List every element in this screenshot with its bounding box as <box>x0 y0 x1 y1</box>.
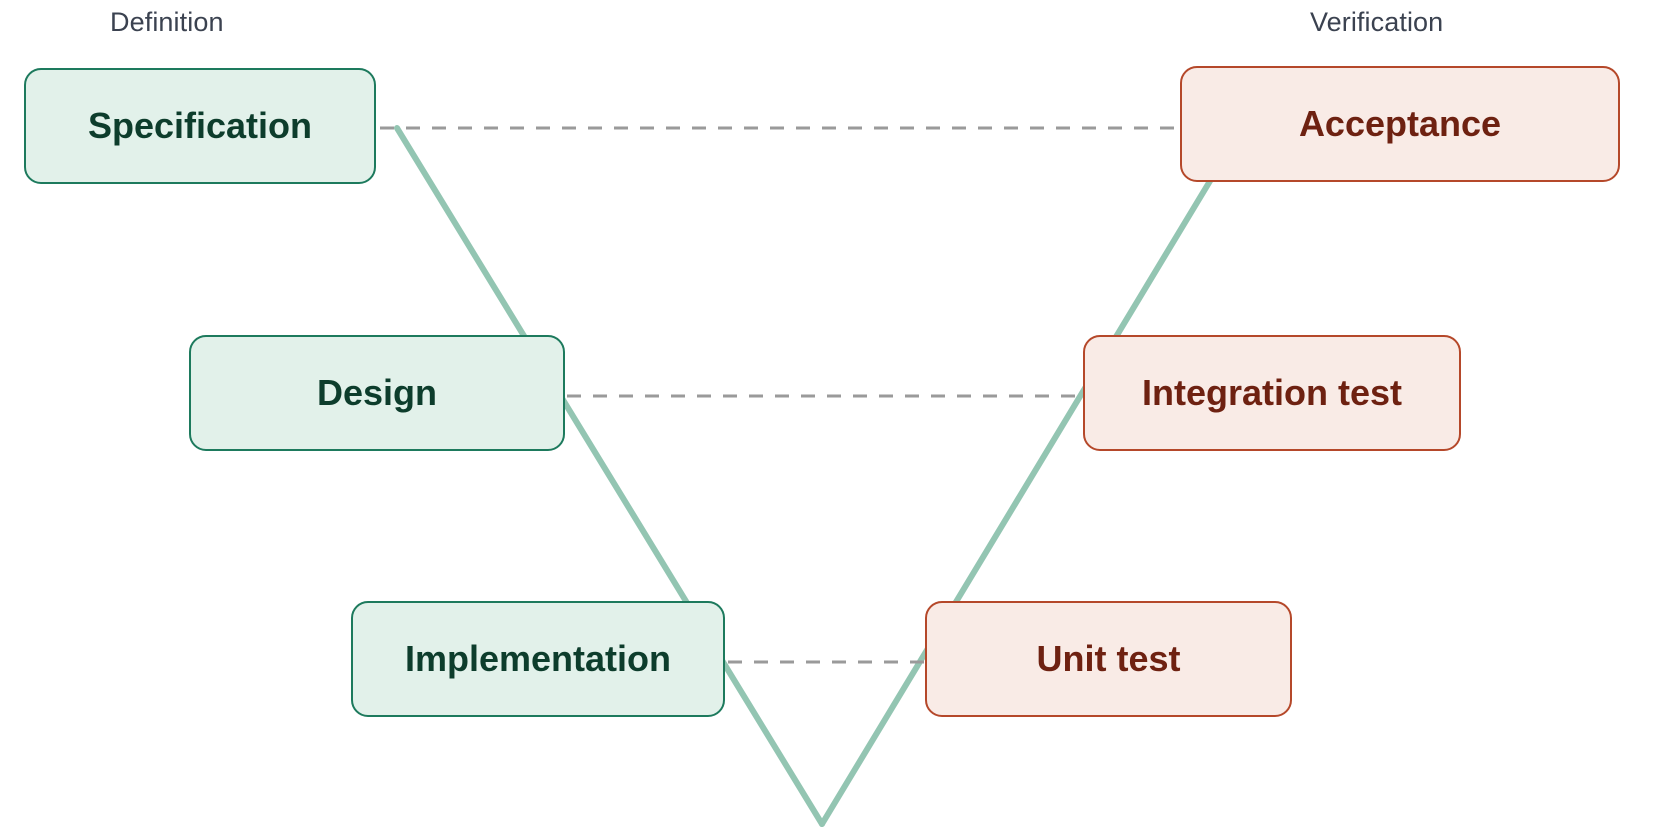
node-label-design: Design <box>316 372 438 413</box>
node-label-unit-test: Unit test <box>1036 638 1181 679</box>
node-specification[interactable]: Specification <box>24 68 376 184</box>
node-unit-test[interactable]: Unit test <box>925 601 1292 717</box>
node-label-acceptance: Acceptance <box>1298 103 1502 144</box>
node-label-implementation: Implementation <box>404 638 672 679</box>
node-label-specification: Specification <box>87 105 313 146</box>
node-integration-test[interactable]: Integration test <box>1083 335 1461 451</box>
column-header-definition: Definition <box>110 7 224 37</box>
v-left-arm <box>394 125 825 827</box>
v-right-arm <box>819 125 1245 827</box>
node-acceptance[interactable]: Acceptance <box>1180 66 1620 182</box>
node-implementation[interactable]: Implementation <box>351 601 725 717</box>
node-label-integration-test: Integration test <box>1141 372 1402 413</box>
column-header-verification: Verification <box>1310 7 1444 37</box>
node-design[interactable]: Design <box>189 335 565 451</box>
